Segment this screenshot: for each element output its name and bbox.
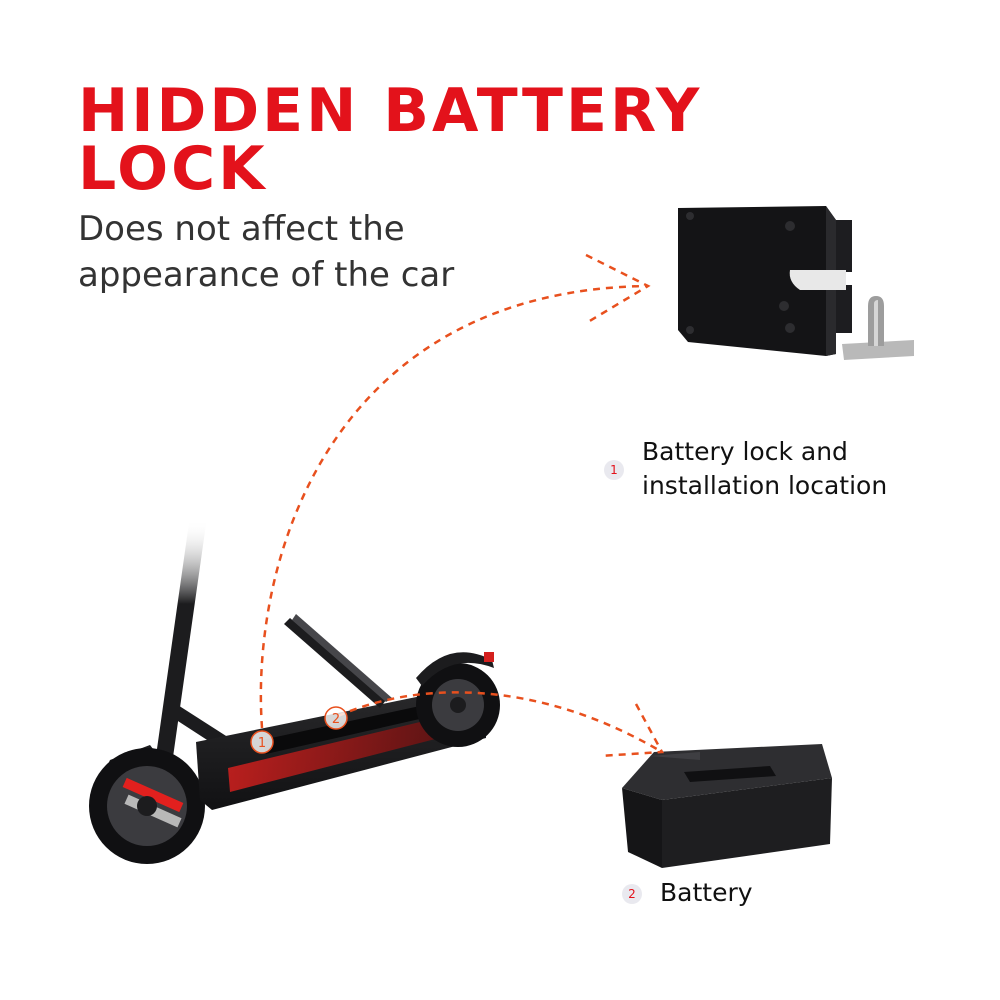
marker-1: 1 [250,730,274,754]
arrows [259,253,665,758]
subtitle: Does not affect the appearance of the ca… [78,209,455,295]
scooter-image [89,511,500,864]
arrow-head-lock [585,253,651,324]
battery-lock-image [678,206,914,360]
battery-caption: Battery [660,878,753,907]
marker-2: 2 [324,706,348,730]
marker-1-circle [250,730,274,754]
lock-caption: Battery lock and installation location [642,437,888,500]
headline-line-1: HIDDEN BATTERY [78,76,703,146]
arrow-head-battery [599,703,665,758]
headline: HIDDEN BATTERY LOCK [78,76,703,204]
marker-1-label: 1 [258,736,266,751]
marker-2-label: 2 [332,712,340,727]
caption-number-2: 2 [622,884,642,904]
headline-line-2: LOCK [78,134,268,204]
caption-number-1: 1 [604,460,624,480]
marker-2-circle [324,706,348,730]
battery-image [622,744,832,868]
